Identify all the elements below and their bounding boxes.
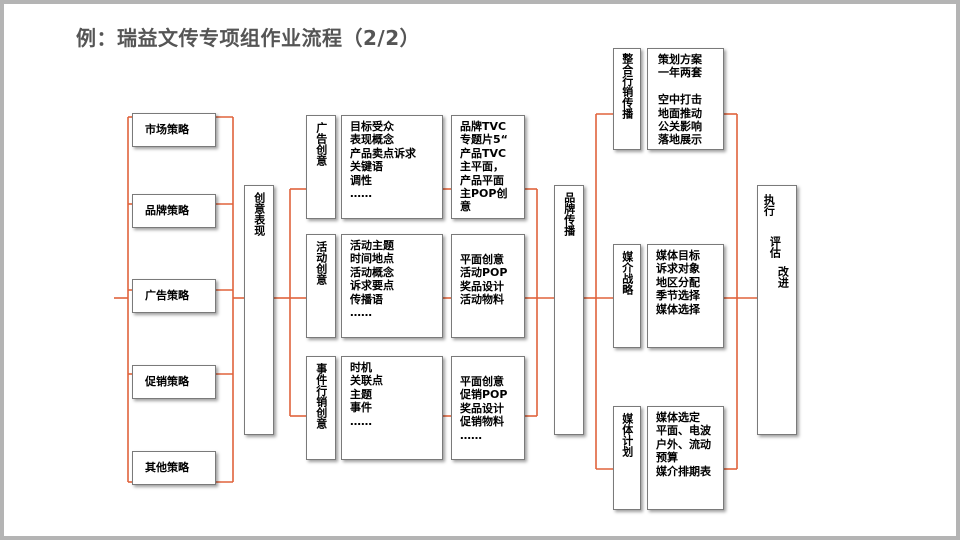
media-group-label: 媒介战略	[620, 251, 634, 295]
creative-group-event: 事件行销创意	[306, 356, 336, 460]
strategy-advertising: 广告策略	[132, 279, 216, 313]
creative-outputs-advertising: 品牌TVC 专题片5“ 产品TVC 主平面， 产品平面 主POP创 意	[451, 115, 525, 219]
strategy-market: 市场策略	[132, 113, 216, 147]
creative-expression-label: 创意表现	[252, 192, 266, 236]
media-items-plan: 媒体选定 平面、电波 户外、流动 预算 媒介排期表	[647, 406, 724, 510]
creative-items-advertising: 目标受众 表现概念 产品卖点诉求 关键语 调性 ……	[341, 115, 443, 219]
media-group-label: 媒体计划	[620, 413, 634, 457]
media-group-imc: 整合行销传播	[613, 48, 641, 150]
brand-communication-label: 品牌传播	[562, 192, 576, 236]
improvement-label: 改进	[776, 266, 790, 288]
creative-items-activity: 活动主题 时间地点 活动概念 诉求要点 传播语 ……	[341, 234, 443, 338]
creative-outputs-event: 平面创意 促销POP 奖品设计 促销物料 ……	[451, 356, 525, 460]
strategy-other: 其他策略	[132, 451, 216, 485]
connector-lines	[114, 113, 757, 483]
creative-group-label: 广告创意	[314, 122, 328, 166]
brand-communication-box: 品牌传播	[554, 185, 584, 435]
slide: 例：瑞益文传专项组作业流程（2/2） 市场策略 品牌策略 广告策略 促销策略 其…	[4, 4, 956, 536]
media-items-strategy: 媒体目标 诉求对象 地区分配 季节选择 媒体选择	[647, 244, 724, 348]
creative-group-label: 事件行销创意	[314, 363, 328, 429]
media-items-imc: 策划方案 一年两套 空中打击 地面推动 公关影响 落地展示	[647, 48, 724, 150]
media-group-label: 整合行销传播	[620, 53, 634, 119]
creative-group-activity: 活动创意	[306, 234, 336, 338]
execution-label: 执行	[762, 194, 776, 216]
execution-box: 执行 评估 改进	[757, 185, 797, 435]
media-group-plan: 媒体计划	[613, 406, 641, 510]
creative-expression-box: 创意表现	[244, 185, 274, 435]
evaluation-label: 评估	[768, 236, 782, 258]
creative-items-event: 时机 关联点 主题 事件 ……	[341, 356, 443, 460]
media-group-strategy: 媒介战略	[613, 244, 641, 348]
creative-outputs-activity: 平面创意 活动POP 奖品设计 活动物料	[451, 234, 525, 338]
page-title: 例：瑞益文传专项组作业流程（2/2）	[76, 26, 421, 50]
strategy-brand: 品牌策略	[132, 194, 216, 228]
strategy-promotion: 促销策略	[132, 365, 216, 399]
creative-group-advertising: 广告创意	[306, 115, 336, 219]
creative-group-label: 活动创意	[314, 241, 328, 285]
